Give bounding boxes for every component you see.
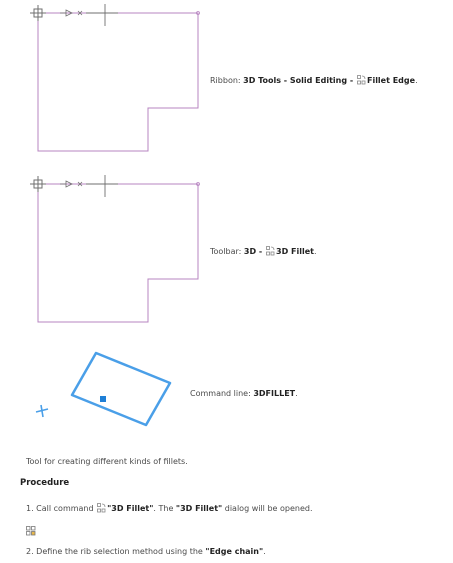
step1-command: "3D Fillet" bbox=[107, 504, 154, 513]
x-marker-icon bbox=[77, 10, 83, 16]
command-line: Command line: 3DFILLET. bbox=[190, 389, 298, 398]
crosshair-cursor-icon bbox=[35, 404, 49, 418]
command-name: 3DFILLET bbox=[253, 389, 296, 398]
ribbon-path: Ribbon: 3D Tools - Solid Editing - Fille… bbox=[210, 75, 418, 85]
crosshair-icon bbox=[86, 4, 118, 26]
fillet-edge-icon bbox=[266, 246, 275, 256]
profile-figure-1 bbox=[30, 4, 200, 152]
profile-figure-2 bbox=[30, 175, 200, 323]
tool-description: Tool for creating different kinds of fil… bbox=[26, 457, 188, 466]
fillet-edge-icon bbox=[357, 75, 366, 85]
step2-option: "Edge chain" bbox=[205, 547, 264, 556]
selection-figure bbox=[35, 351, 172, 427]
selected-rectangle bbox=[70, 351, 172, 427]
toolbar-menu-path: 3D - bbox=[243, 247, 266, 256]
grip-square bbox=[100, 396, 106, 402]
procedure-heading: Procedure bbox=[20, 478, 70, 488]
profile-outline bbox=[37, 12, 199, 152]
toolbar-path: Toolbar: 3D - 3D Fillet. bbox=[210, 246, 317, 256]
ribbon-command: Fillet Edge bbox=[366, 76, 416, 85]
step1-dialog: "3D Fillet" bbox=[175, 504, 223, 513]
crosshair-icon bbox=[86, 175, 118, 197]
edge-chain-icon bbox=[26, 526, 36, 536]
fillet-edge-icon bbox=[97, 503, 106, 513]
ribbon-menu-path: 3D Tools - Solid Editing - bbox=[243, 76, 356, 85]
procedure-step-1: 1. Call command "3D Fillet". The "3D Fil… bbox=[26, 503, 313, 513]
toolbar-command: 3D Fillet bbox=[276, 247, 314, 256]
x-marker-icon bbox=[77, 181, 83, 187]
ribbon-prefix: Ribbon: bbox=[210, 76, 244, 85]
profile-outline bbox=[37, 183, 199, 323]
procedure-step-2: 2. Define the rib selection method using… bbox=[26, 547, 266, 556]
